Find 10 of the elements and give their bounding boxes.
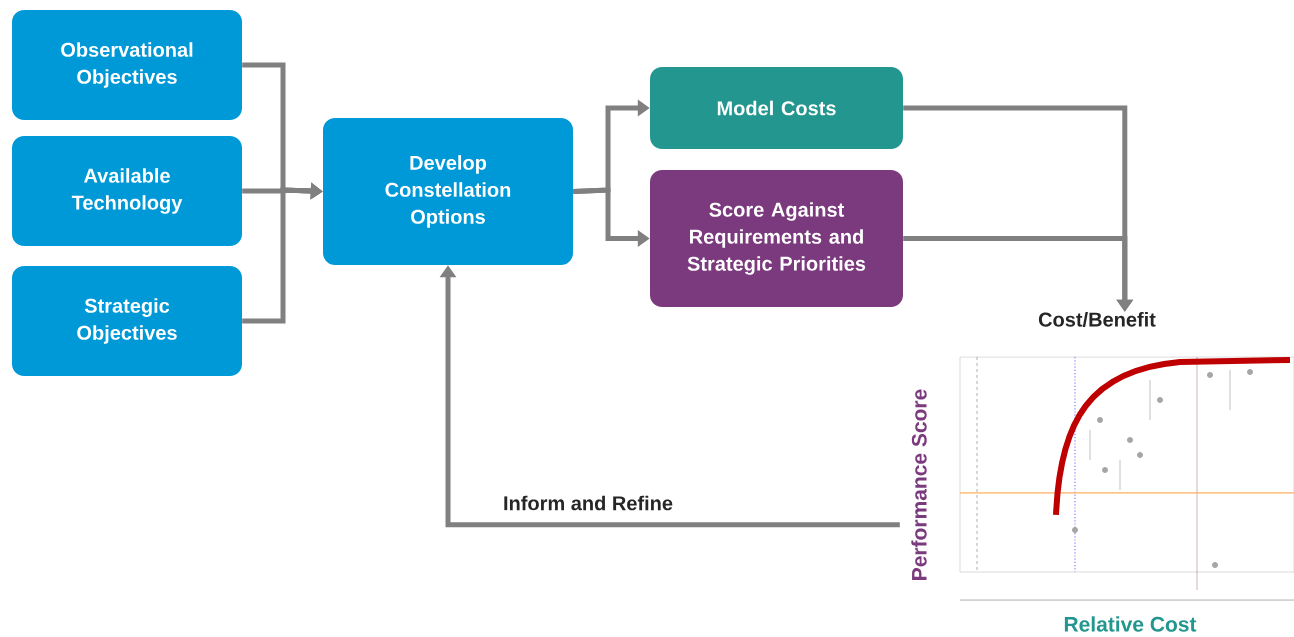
- process-box: Available Technology: [12, 136, 242, 246]
- chart-title: Cost/Benefit: [1038, 312, 1156, 327]
- process-box: Model Costs: [650, 67, 903, 149]
- axis-title: Relative Cost: [1061, 614, 1199, 634]
- axis-title: Performance Score: [911, 389, 927, 580]
- process-box: Develop Constellation Options: [323, 118, 573, 265]
- edge-label: Inform and Refine: [504, 495, 673, 511]
- process-box: Strategic Objectives: [12, 266, 242, 376]
- process-box: Observational Objectives: [12, 10, 242, 120]
- process-box: Score Against Requirements and Strategic Priorities: [650, 170, 903, 307]
